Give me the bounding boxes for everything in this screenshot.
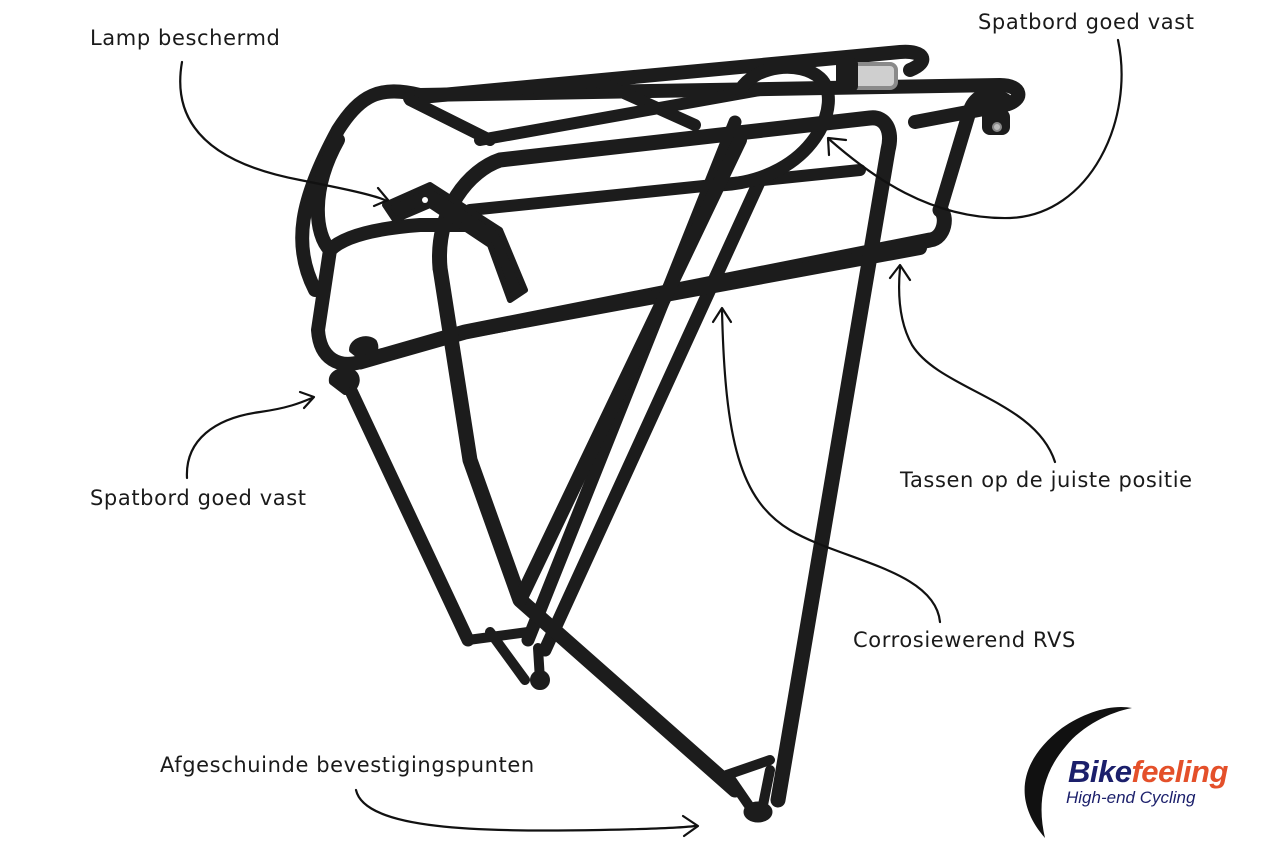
arrowhead-tassen [888,263,912,282]
rack-right-loop [933,87,1012,217]
callout-mudguard-left: Spatbord goed vast [90,486,307,510]
callout-bag-position: Tassen op de juiste positie [900,468,1193,492]
rack-front-frame [432,110,897,808]
lamp-bracket-hole [422,197,428,203]
brand-name: Bikefeeling [1068,756,1228,787]
arrowhead-lamp [372,186,390,208]
arrowhead-afgeschuinde [681,814,700,838]
rack-center-loop [713,60,835,192]
callout-corrosion-resistant: Corrosiewerend RVS [853,628,1076,652]
arrow-corrosie [720,308,942,624]
brand-swoosh [1024,706,1132,838]
arrow-lamp [179,60,387,202]
mudguard-tab-left [328,367,360,395]
arrow-afgeschuinde [354,788,697,832]
rack-lower-rail-2 [458,241,927,339]
rack-back-eyelet [530,670,550,690]
arrow-spatbord-left [185,396,314,480]
rack-top-back-rail [403,44,930,105]
arrowhead-corrosie [711,306,733,324]
arrow-tassen [897,266,1057,464]
callout-arrows [179,38,1123,838]
rack-front-diagonal [513,133,747,607]
arrow-spatbord-top [828,38,1123,220]
brand-name-part2: feeling [1131,754,1228,789]
brand-tagline: High-end Cycling [1066,788,1196,807]
rack-front-eyelet [743,801,773,823]
callout-lamp-protected: Lamp beschermd [90,26,281,50]
brand-logo: Bikefeeling High-end Cycling [1012,700,1272,850]
arrowhead-spatbord-left [298,390,316,410]
callout-mudguard-top: Spatbord goed vast [978,10,1195,34]
rack-front-left-leg [432,260,743,798]
rack-cross-rails [404,74,866,216]
lamp-bracket [382,182,528,303]
mudguard-tab-left-2 [349,336,379,361]
bike-rack [295,44,1026,823]
brand-name-part1: Bike [1068,754,1132,789]
callout-chamfered-mounts: Afgeschuinde bevestigingspunten [160,753,535,777]
top-mount-bolt [836,58,898,92]
rear-bolt [982,109,1010,135]
rack-top-outer-rail [295,78,1026,297]
arrowhead-spatbord-top [826,136,848,157]
